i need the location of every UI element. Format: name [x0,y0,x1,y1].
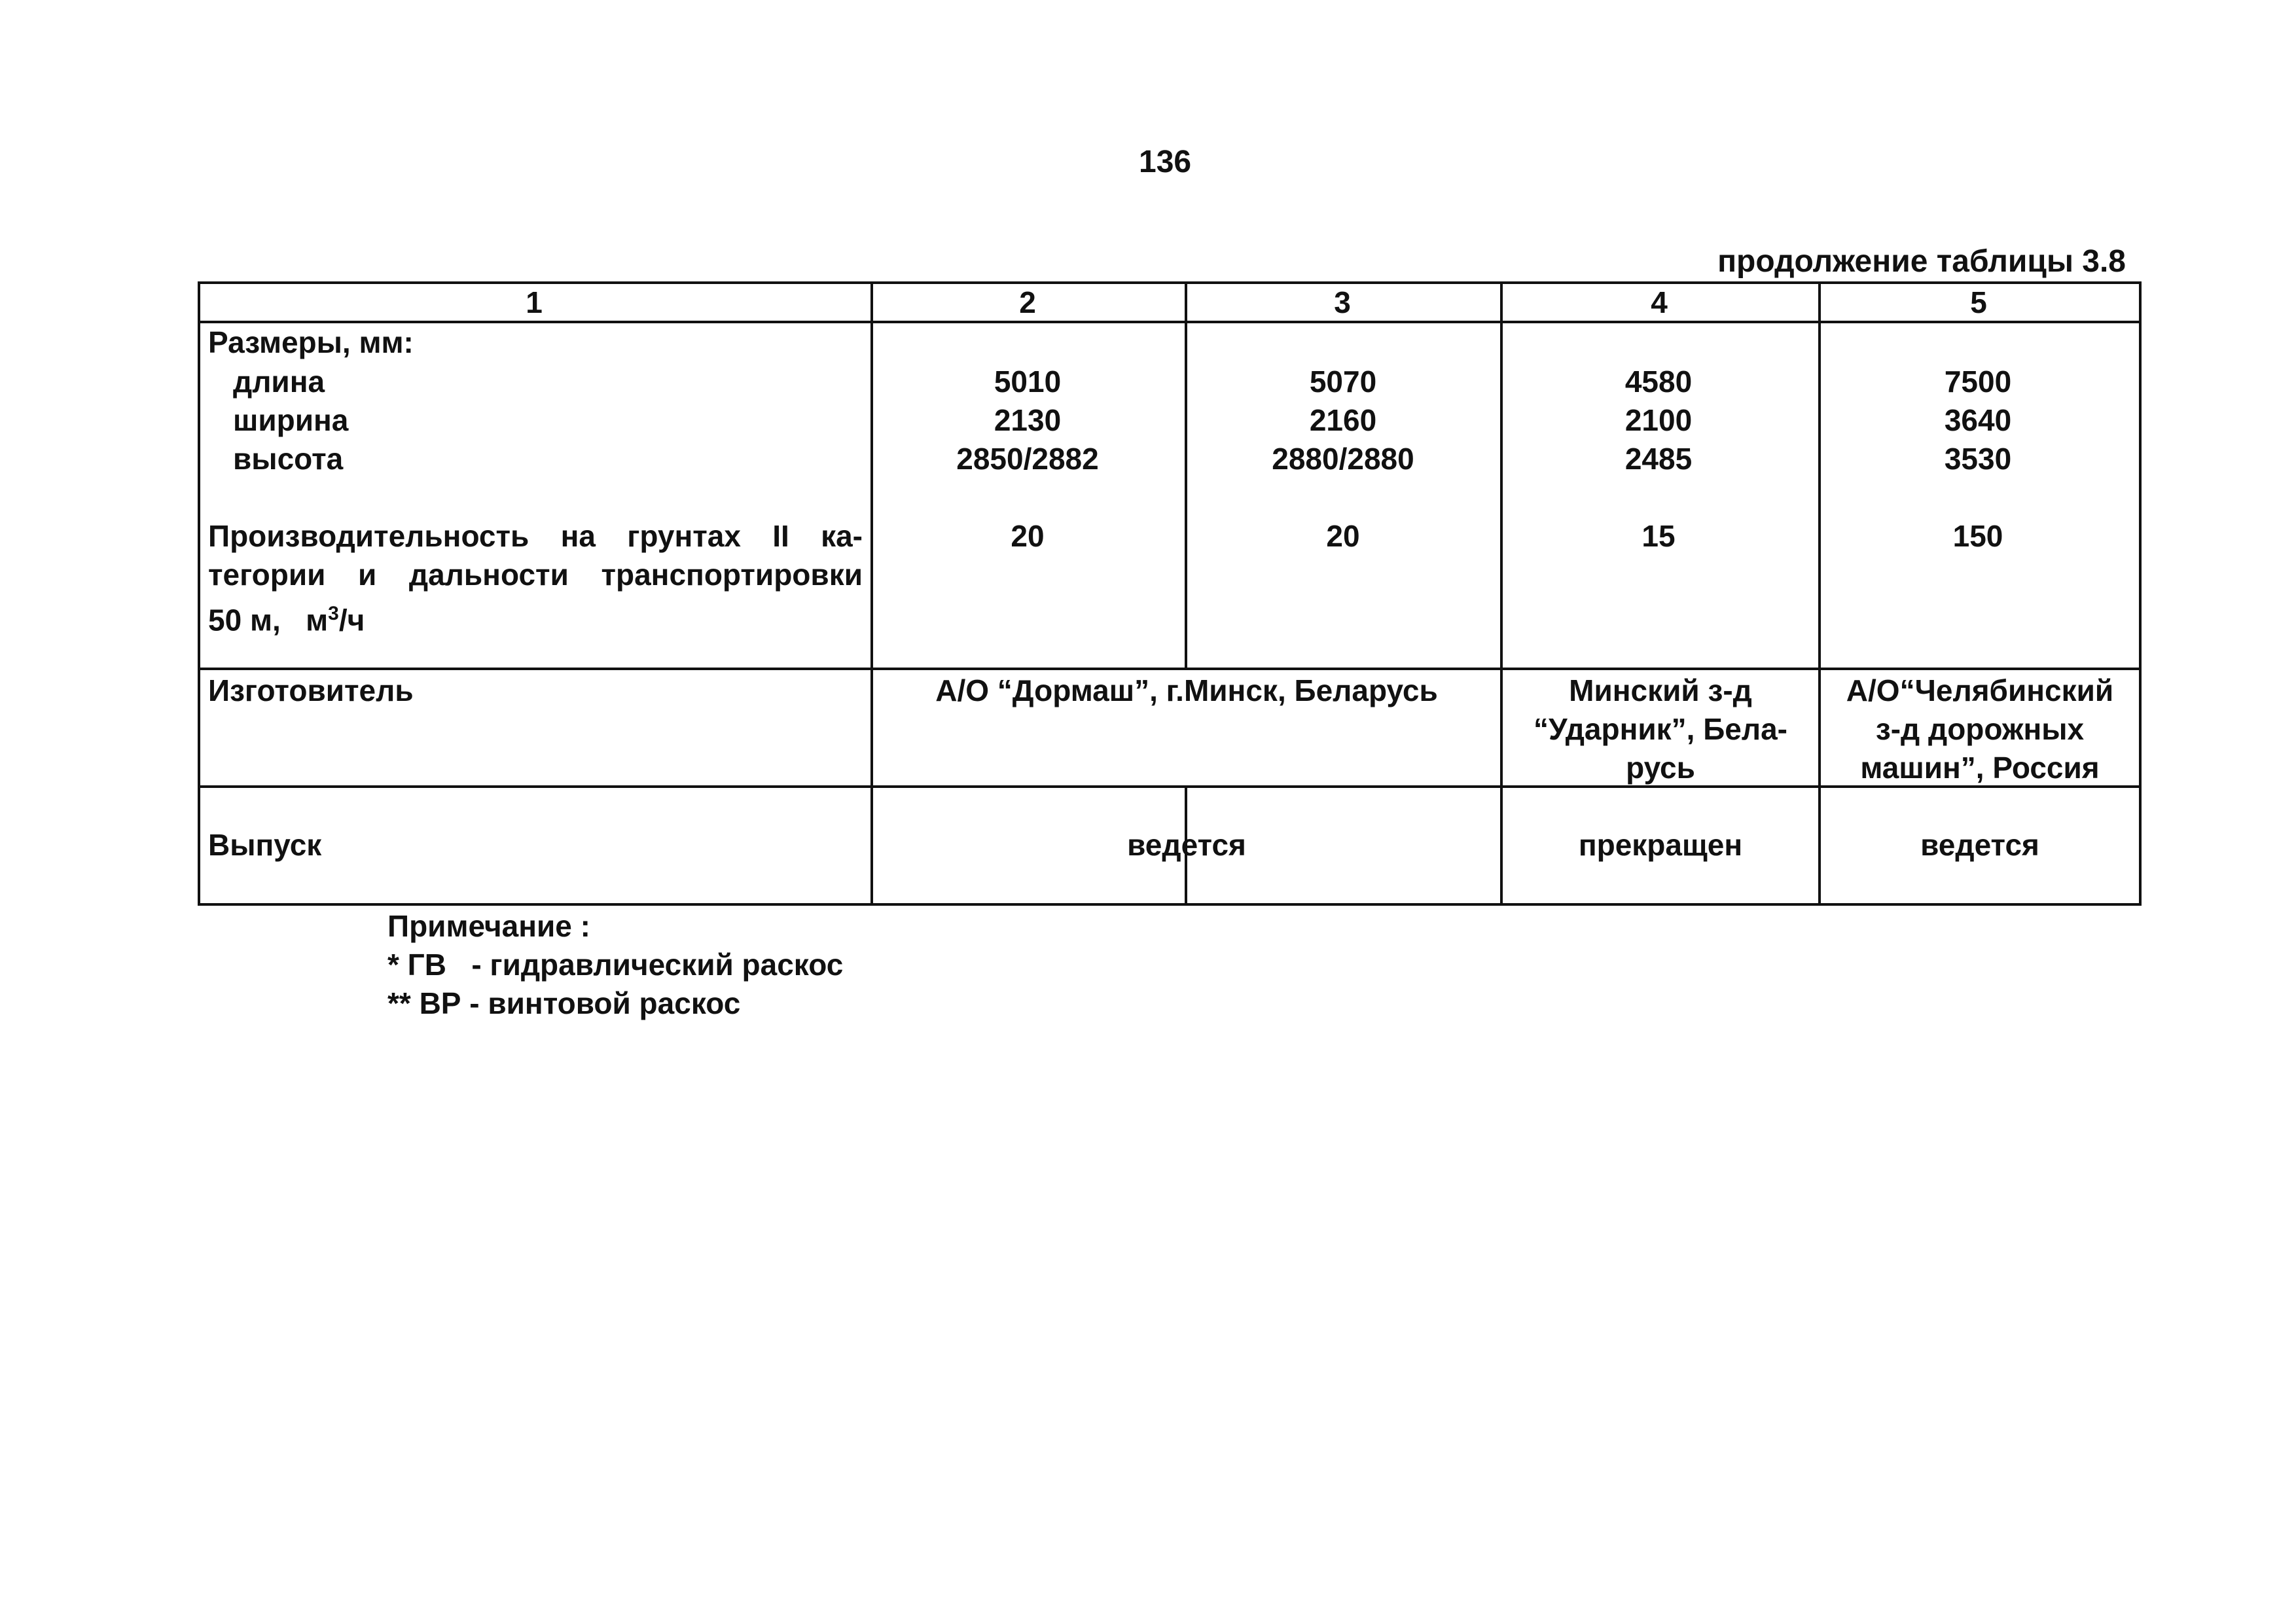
productivity-col-2: 20 [1011,519,1045,553]
width-col-2: 2130 [994,403,1062,437]
manufacturer-col-4-line1: Минский з-д [1569,673,1752,707]
productivity-label-line3: 50 м, м3/ч [208,594,365,639]
width-label: ширина [233,403,349,437]
col-divider-1-2 [870,281,873,906]
length-col-2: 5010 [994,365,1062,399]
row-divider-release [198,785,2142,788]
notes-title: Примечание : [387,909,590,943]
release-col-4: прекращен [1578,828,1743,862]
height-col-4: 2485 [1624,442,1693,476]
height-col-5: 3530 [1944,442,2012,476]
length-col-3: 5070 [1309,365,1377,399]
width-col-3: 2160 [1309,403,1377,437]
table-border-bottom [198,903,2142,906]
manufacturer-col-5-line1: А/О“Челябинский [1846,673,2114,707]
table-border-top [198,281,2142,284]
length-label: длина [233,365,325,399]
height-label: высота [233,442,344,476]
manufacturer-col-4: Минский з-д “Ударник”, Бела- русь [1503,671,1818,787]
manufacturer-col-4-line2: “Ударник”, Бела- [1533,712,1787,746]
table-border-left [198,281,200,906]
note-line-2: ** ВР - винтовой раскос [387,986,741,1020]
header-col-2: 2 [1019,285,1036,319]
table-continuation-label: продолжение таблицы 3.8 [1717,244,2126,279]
col-divider-2-3-release [1185,788,1187,906]
header-col-1: 1 [526,285,543,319]
length-col-4: 4580 [1624,365,1693,399]
productivity-col-4: 15 [1641,519,1676,553]
col-divider-3-4 [1500,281,1503,906]
length-col-5: 7500 [1944,365,2012,399]
manufacturer-col-5-line3: машин”, Россия [1860,751,2100,785]
header-col-3: 3 [1334,285,1351,319]
table-border-right [2139,281,2142,906]
note-line-1: * ГВ - гидравлический раскос [387,948,844,982]
width-col-4: 2100 [1624,403,1693,437]
manufacturer-col-4-line3: русь [1626,751,1695,785]
header-col-5: 5 [1970,285,1987,319]
header-col-4: 4 [1651,285,1668,319]
manufacturer-label: Изготовитель [208,673,414,707]
productivity-unit-suffix: /ч [338,603,365,637]
productivity-label-line2: тегории и дальности транспортировки [208,558,863,592]
manufacturer-col-5-line2: з-д дорожных [1875,712,2085,746]
height-col-3: 2880/2880 [1272,442,1414,476]
col-divider-4-5 [1818,281,1821,906]
width-col-5: 3640 [1944,403,2012,437]
specs-table: 1 2 3 4 5 Размеры, мм: длина ширина высо… [198,281,2142,906]
productivity-unit-prefix: 50 м, м [208,603,329,637]
manufacturer-col-2-3: А/О “Дормаш”, г.Минск, Беларусь [935,673,1438,707]
col-divider-2-3 [1185,281,1187,670]
manufacturer-col-5: А/О“Челябинский з-д дорожных машин”, Рос… [1821,671,2139,787]
productivity-unit-sup: 3 [328,603,339,624]
page-number: 136 [1139,145,1192,179]
height-col-2: 2850/2882 [956,442,1099,476]
release-col-2-3: ведется [1127,828,1246,862]
productivity-col-3: 20 [1326,519,1360,553]
header-divider [198,321,2142,323]
row-divider-manufacturer [198,668,2142,670]
release-col-5: ведется [1920,828,2039,862]
productivity-col-5: 150 [1952,519,2003,553]
sizes-label: Размеры, мм: [208,325,414,359]
release-label: Выпуск [208,828,322,862]
productivity-label-line1: Производительность на грунтах II ка- [208,519,863,553]
